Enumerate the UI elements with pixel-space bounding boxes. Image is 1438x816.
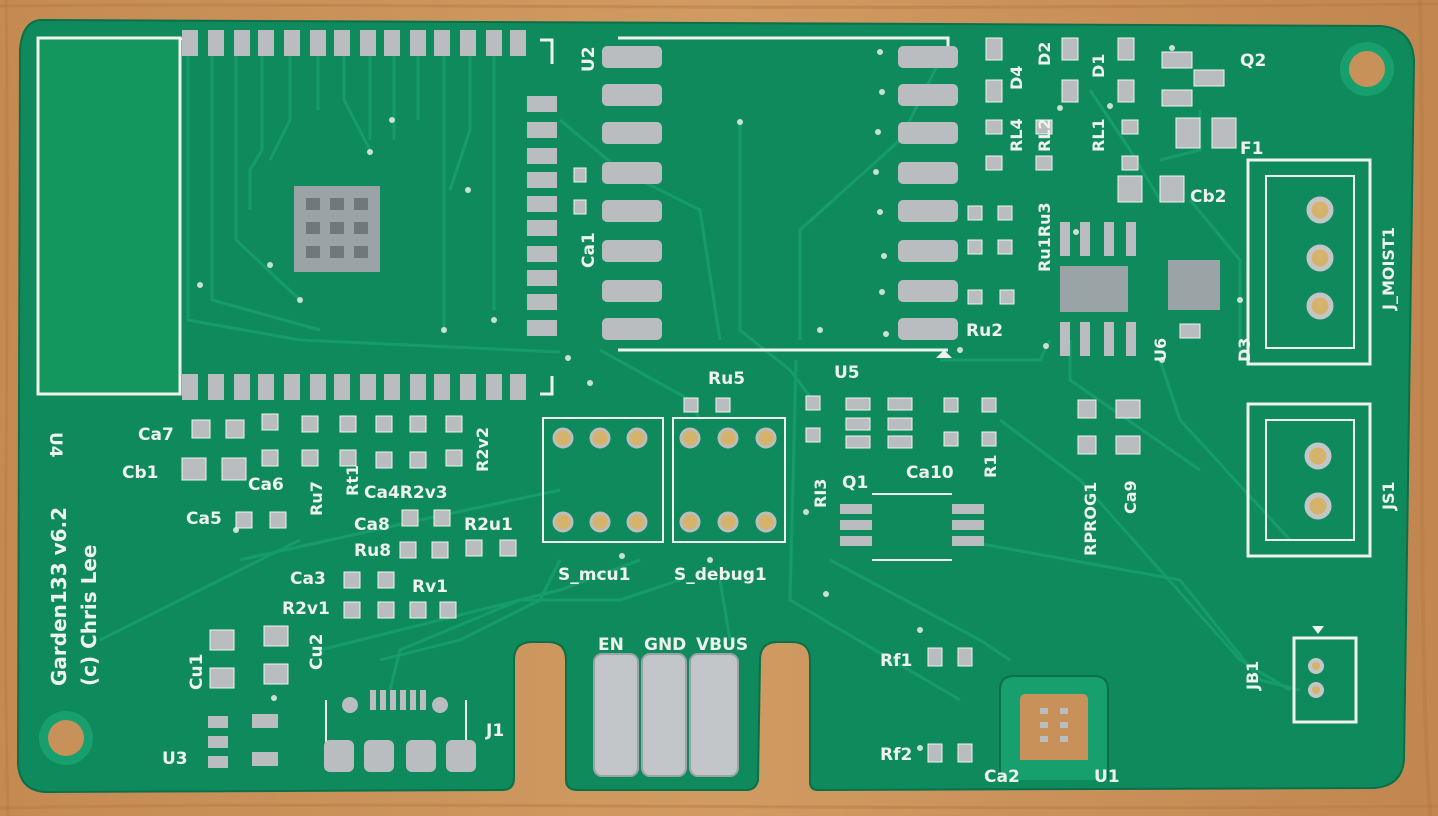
silk-gnd: GND xyxy=(644,635,686,655)
silk-rv1: Rv1 xyxy=(412,577,448,597)
u1-sensor-area xyxy=(999,675,1109,780)
silk-ri3: RI3 xyxy=(811,479,830,508)
u4-side-pads xyxy=(527,96,557,336)
mounting-hole-top-right xyxy=(1340,42,1394,96)
j-moist1-connector[interactable] xyxy=(1246,158,1372,366)
silk-j1: J1 xyxy=(485,721,504,741)
silk-ru8: Ru8 xyxy=(354,541,391,561)
silk-js1: JS1 xyxy=(1379,481,1398,511)
silk-rf1: Rf1 xyxy=(880,651,912,671)
silk-title: Garden133 v6.2 xyxy=(47,507,71,686)
silk-en: EN xyxy=(598,635,624,655)
q1-mosfet-footprint xyxy=(840,493,984,561)
silk-ca1: Ca1 xyxy=(579,232,599,268)
silk-cb1: Cb1 xyxy=(122,463,158,483)
silk-author: (c) Chris Lee xyxy=(77,545,101,686)
silk-u6: U6 xyxy=(1151,338,1170,362)
silk-u2: U2 xyxy=(579,46,599,72)
silk-ca5: Ca5 xyxy=(186,509,222,529)
edge-pads xyxy=(593,653,739,777)
silk-ca7: Ca7 xyxy=(138,425,174,445)
silk-jb1: JB1 xyxy=(1243,661,1262,691)
silk-r2v2: R2v2 xyxy=(473,427,492,472)
silk-ca6: Ca6 xyxy=(248,475,284,495)
jb1-connector[interactable] xyxy=(1292,626,1358,724)
u4-bottom-pads xyxy=(182,374,526,400)
silk-ca8: Ca8 xyxy=(354,515,390,535)
silk-d4: D4 xyxy=(1007,66,1026,90)
silk-q1: Q1 xyxy=(842,473,868,493)
silk-u4: U4 xyxy=(45,432,65,458)
silk-d3: D3 xyxy=(1235,338,1254,362)
silk-d2: D2 xyxy=(1035,42,1054,66)
u2-chip-footprint xyxy=(602,36,958,358)
silk-rl2: RL2 xyxy=(1035,118,1054,152)
js1-connector[interactable] xyxy=(1246,402,1372,558)
silk-ca10: Ca10 xyxy=(906,463,954,483)
silk-d1: D1 xyxy=(1089,54,1108,78)
silk-rt1: Rt1 xyxy=(343,465,362,496)
silk-rl4: RL4 xyxy=(1007,118,1026,152)
silk-f1: F1 xyxy=(1240,139,1263,159)
u4-top-pads xyxy=(182,30,526,56)
switch-s-mcu1[interactable] xyxy=(542,417,664,543)
silk-r1: R1 xyxy=(981,455,1000,478)
silk-s-mcu1: S_mcu1 xyxy=(558,565,630,585)
silk-j-moist1: J_MOIST1 xyxy=(1379,227,1398,311)
j1-usb-connector-footprint xyxy=(324,690,476,772)
silk-ru2: Ru2 xyxy=(966,321,1003,341)
silk-u1: U1 xyxy=(1094,767,1120,787)
u4-esp-module xyxy=(36,36,554,396)
silk-ca9: Ca9 xyxy=(1121,480,1140,514)
silk-ca4r2v3: Ca4R2v3 xyxy=(364,483,448,503)
silk-cu2: Cu2 xyxy=(307,634,327,670)
silk-cu1: Cu1 xyxy=(187,654,207,690)
silk-r2v1: R2v1 xyxy=(282,599,330,619)
silk-u3: U3 xyxy=(162,749,188,769)
silk-ca2: Ca2 xyxy=(984,767,1020,787)
silkscreen-labels: U4 U2 Ca1 Ca7 Cb1 Ca6 Ca5 Ru7 Rt1 Ca4R2v… xyxy=(45,42,1398,787)
mounting-hole-bottom-left xyxy=(39,711,93,765)
silk-vbus: VBUS xyxy=(696,635,748,655)
silk-ca3: Ca3 xyxy=(290,569,326,589)
silk-rl1: RL1 xyxy=(1089,118,1108,152)
silk-s-debug1: S_debug1 xyxy=(674,565,767,585)
switch-s-debug1[interactable] xyxy=(672,417,786,543)
silk-rf2: Rf2 xyxy=(880,745,912,765)
silk-u5: U5 xyxy=(834,363,860,383)
silk-rprog1: RPROG1 xyxy=(1081,482,1100,556)
silk-cb2: Cb2 xyxy=(1190,187,1226,207)
u3-regulator-footprint xyxy=(208,714,278,768)
vias xyxy=(197,45,1243,751)
silk-r2u1: R2u1 xyxy=(464,515,513,535)
u6-chip-footprint xyxy=(1060,222,1220,356)
silk-ru7: Ru7 xyxy=(307,481,326,516)
silk-ru1ru3: Ru1Ru3 xyxy=(1035,202,1054,272)
silk-q2: Q2 xyxy=(1240,51,1266,71)
silk-ru5: Ru5 xyxy=(708,369,745,389)
